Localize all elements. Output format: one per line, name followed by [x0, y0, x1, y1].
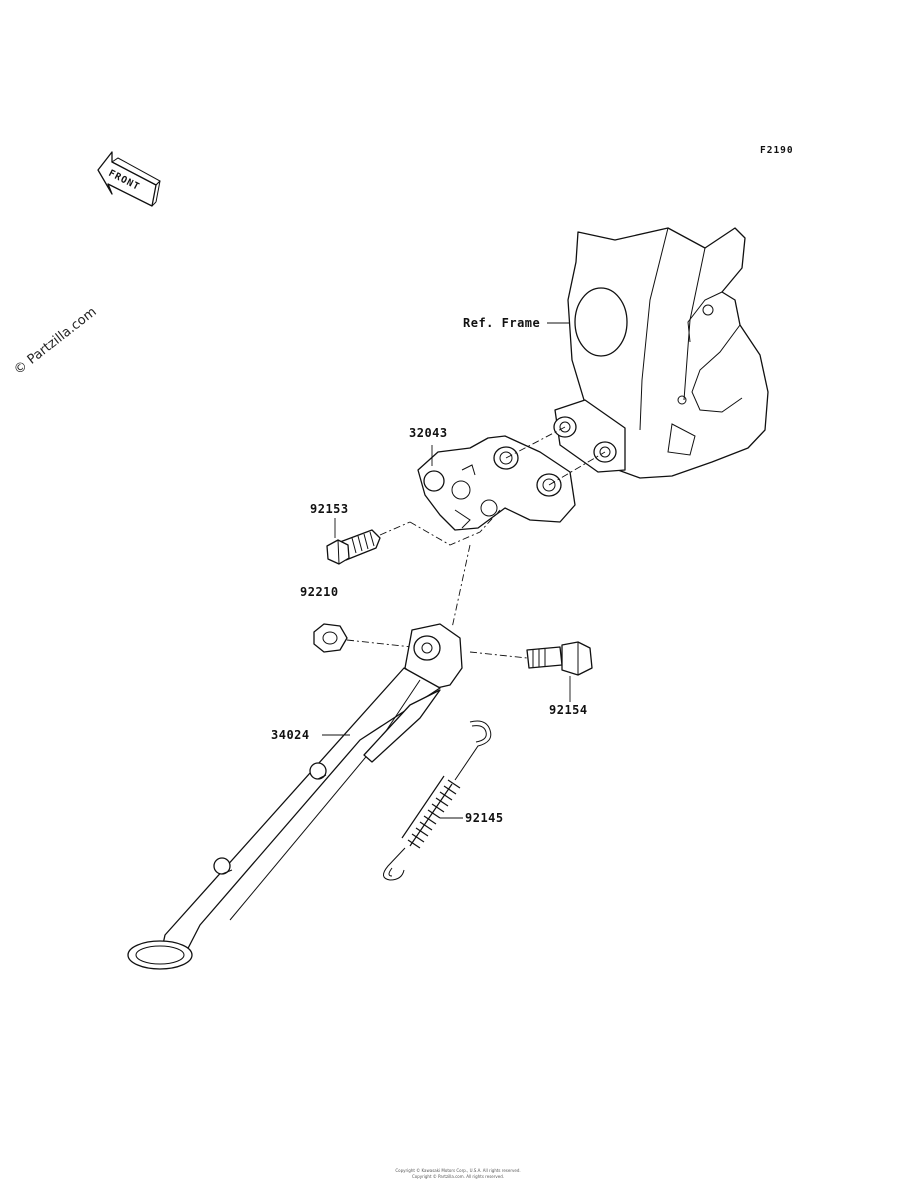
label-ref-frame: Ref. Frame — [463, 316, 540, 330]
spring-92145 — [383, 720, 492, 881]
footer-line-1: Copyright © Kawasaki Motors Corp., U.S.A… — [395, 1168, 520, 1173]
label-stand: 34024 — [271, 728, 310, 742]
bolt-92153 — [326, 529, 381, 565]
label-pivot-bolt: 92154 — [549, 703, 588, 717]
label-bracket: 32043 — [409, 426, 448, 440]
diagram-code: F2190 — [760, 145, 794, 156]
stand-bracket — [417, 435, 576, 531]
footer-line-2: Copyright © Partzilla.com. All rights re… — [412, 1174, 504, 1179]
watermark: © Partzilla.com — [11, 305, 99, 379]
label-bolt-upper: 92153 — [310, 502, 349, 516]
side-stand — [127, 623, 463, 970]
bolt-92154 — [526, 641, 593, 676]
front-arrow-icon — [97, 151, 161, 207]
reference-frame — [553, 227, 769, 479]
nut-92210 — [313, 623, 348, 653]
label-nut: 92210 — [300, 585, 339, 599]
label-spring: 92145 — [465, 811, 504, 825]
